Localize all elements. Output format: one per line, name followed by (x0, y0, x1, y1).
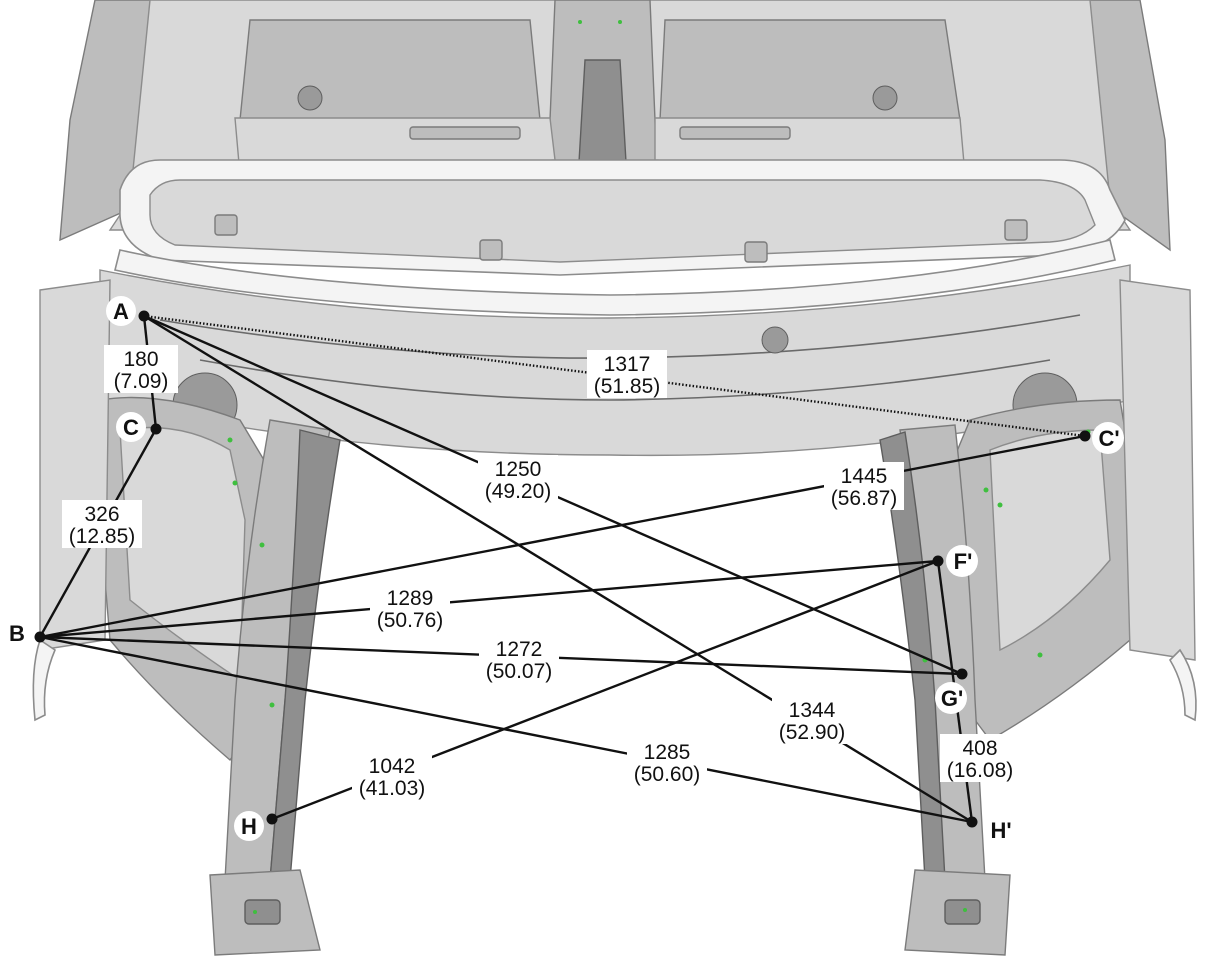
dim-value-mm: 1289 (387, 587, 434, 610)
point-a-dot (138, 310, 150, 322)
point-h-prime-label: H' (990, 818, 1011, 843)
dim-label-b-fp: 1289 (50.76) (370, 584, 450, 632)
dim-value-mm: 408 (962, 737, 997, 760)
point-a: A (106, 296, 150, 326)
point-a-label: A (113, 299, 129, 324)
point-g-prime-label: G' (941, 686, 963, 711)
dim-label-b-hp: 1285 (50.60) (627, 738, 707, 786)
dimension-line-b-cp (39, 434, 1086, 639)
point-f-prime-dot (932, 555, 944, 567)
dim-value-inch: (49.20) (485, 480, 552, 503)
dim-value-mm: 1285 (644, 741, 691, 764)
point-c-prime-label: C' (1098, 426, 1119, 451)
point-f-prime: F' (932, 545, 978, 577)
point-c: C (116, 412, 162, 442)
dim-value-inch: (50.60) (634, 763, 701, 786)
point-h-label: H (241, 814, 257, 839)
point-b-label: B (9, 621, 25, 646)
dim-value-inch: (50.07) (486, 660, 553, 683)
point-c-prime: C' (1079, 422, 1124, 454)
point-h-prime-dot (966, 816, 978, 828)
dim-value-inch: (7.09) (114, 370, 169, 393)
point-g-prime-dot (956, 668, 968, 680)
dim-label-fp-hp: 408 (16.08) (940, 734, 1020, 782)
dim-value-inch: (51.85) (594, 375, 661, 398)
dim-label-a-gp: 1250 (49.20) (478, 455, 558, 503)
point-h: H (234, 811, 278, 841)
measurement-points: A B C C' F' G' (9, 296, 1124, 846)
point-b: B (9, 621, 46, 646)
dimension-line-b-fp (39, 559, 939, 639)
dim-value-inch: (12.85) (69, 525, 136, 548)
dim-value-inch: (56.87) (831, 487, 898, 510)
vehicle-body-illustration (32, 0, 1197, 956)
dim-label-b-cp: 1445 (56.87) (824, 462, 904, 510)
dim-value-mm: 180 (123, 348, 158, 371)
dim-label-a-hp: 1344 (52.90) (772, 696, 852, 744)
dim-value-mm: 1445 (841, 465, 888, 488)
point-c-label: C (123, 415, 139, 440)
point-g-prime: G' (935, 668, 968, 714)
dim-value-mm: 1250 (495, 458, 542, 481)
point-h-prime: H' (966, 814, 1016, 846)
dim-value-mm: 326 (84, 503, 119, 526)
point-h-dot (266, 813, 278, 825)
point-c-prime-dot (1079, 430, 1091, 442)
dim-value-inch: (50.76) (377, 609, 444, 632)
point-b-dot (34, 631, 46, 643)
dim-value-mm: 1317 (604, 353, 651, 376)
dim-value-inch: (16.08) (947, 759, 1014, 782)
dimension-line-a-cp (143, 314, 1086, 438)
dim-value-mm: 1272 (496, 638, 543, 661)
dim-label-b-gp: 1272 (50.07) (479, 635, 559, 683)
dim-value-mm: 1042 (369, 755, 416, 778)
dim-value-inch: (41.03) (359, 777, 426, 800)
dim-value-mm: 1344 (789, 699, 836, 722)
dim-label-c-b: 326 (12.85) (62, 500, 142, 548)
point-c-dot (150, 423, 162, 435)
dim-value-inch: (52.90) (779, 721, 846, 744)
dim-label-a-cp: 1317 (51.85) (587, 350, 667, 398)
dimension-labels: 180 (7.09) 1317 (51.85) 1250 (49.20) 134… (62, 345, 1020, 800)
point-f-prime-label: F' (954, 549, 973, 574)
dim-label-a-c: 180 (7.09) (104, 345, 178, 393)
dim-label-h-fp: 1042 (41.03) (352, 752, 432, 800)
